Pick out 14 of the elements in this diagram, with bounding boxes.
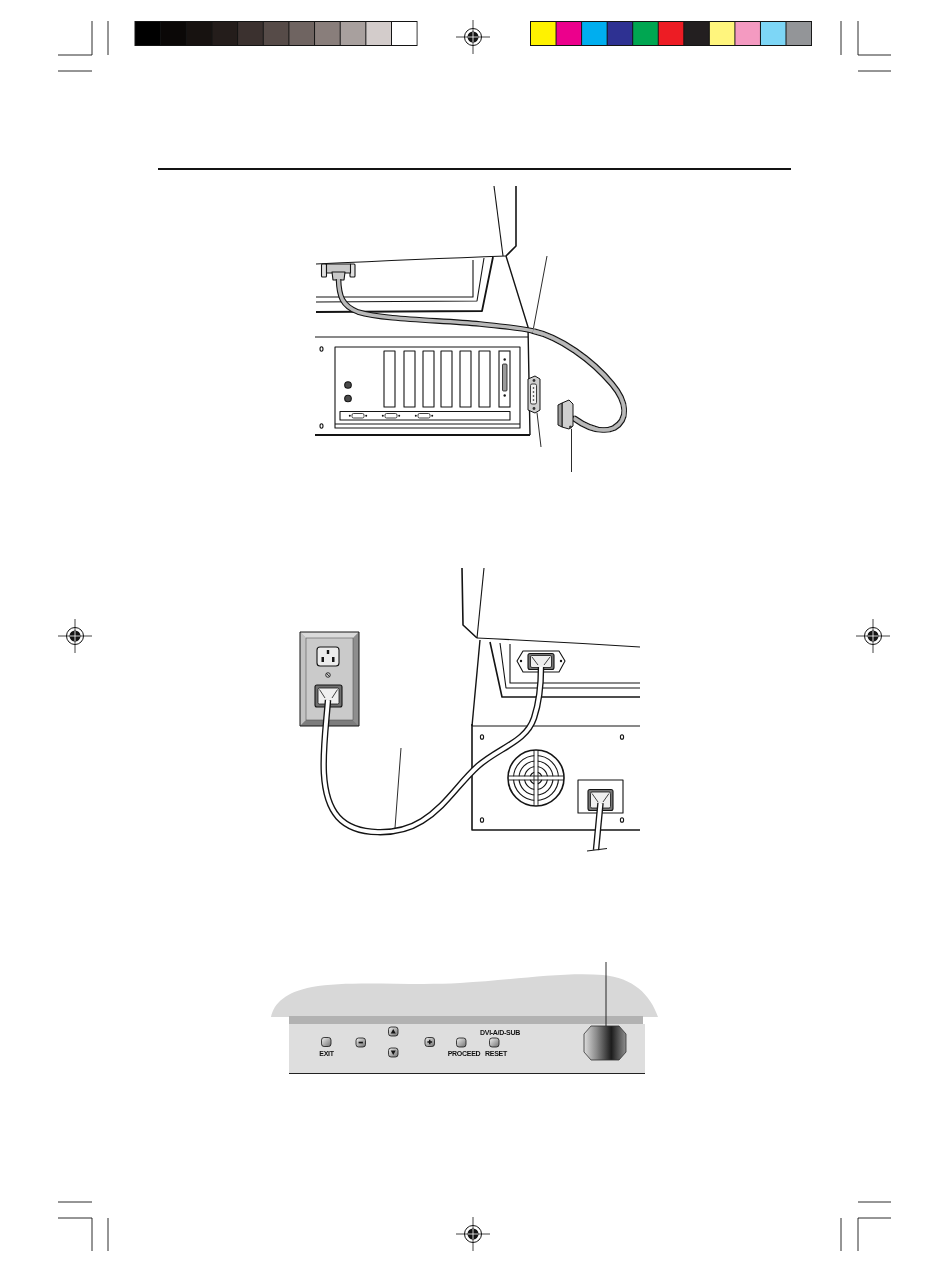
arrow xyxy=(540,399,558,413)
arrow xyxy=(510,373,528,388)
leader-line xyxy=(394,747,402,829)
power-button xyxy=(583,1025,627,1061)
cable-plug xyxy=(557,399,574,430)
leader-line xyxy=(533,255,548,329)
leader-line xyxy=(571,428,572,473)
power-cord xyxy=(320,666,545,836)
leader-line xyxy=(605,961,607,1027)
cable xyxy=(532,329,626,432)
video-port xyxy=(498,350,511,408)
signal-cable xyxy=(335,278,534,334)
connector xyxy=(527,375,541,414)
leader-line xyxy=(536,412,542,448)
